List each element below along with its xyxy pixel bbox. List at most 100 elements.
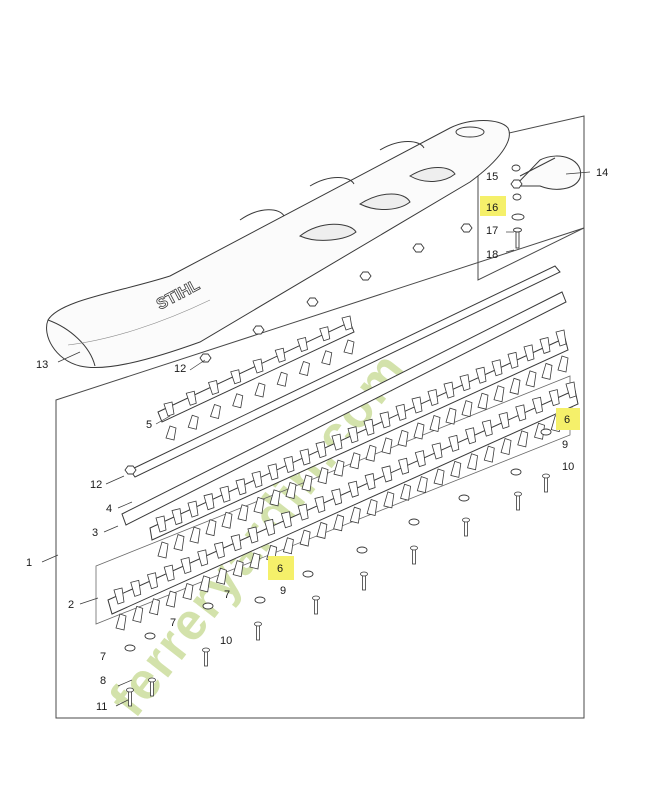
blade-tooth — [400, 483, 412, 501]
upper-blade — [149, 329, 569, 559]
bolt-head — [254, 621, 262, 627]
blade-tooth — [199, 575, 211, 593]
bolt-head — [312, 595, 320, 601]
bolt-head — [542, 473, 550, 479]
blade-tooth — [230, 534, 242, 552]
bolt-head — [202, 647, 210, 653]
blade-tooth — [157, 541, 169, 559]
bolt-shank — [412, 547, 416, 565]
washer — [302, 570, 314, 578]
blade-tooth — [365, 444, 377, 462]
bolt-shank — [128, 689, 132, 707]
bolt-shank — [256, 623, 260, 641]
blade-tooth — [347, 480, 359, 498]
hex-nut — [510, 179, 523, 189]
bolt-head — [410, 545, 418, 551]
blade-tooth — [465, 427, 476, 445]
blade-tooth — [132, 605, 144, 623]
blade-tooth — [163, 564, 175, 582]
blade-tooth — [251, 470, 263, 488]
blade-tooth — [299, 529, 311, 547]
highlight-6-left — [268, 556, 294, 580]
washer — [254, 596, 266, 604]
blade-tooth — [299, 448, 311, 466]
blade-tooth — [205, 519, 217, 537]
clamp-arm — [296, 337, 308, 353]
blade-tooth — [148, 598, 160, 616]
washer — [540, 428, 552, 436]
washer — [124, 644, 136, 652]
blade-tooth — [443, 381, 455, 399]
clamp-arm — [321, 350, 333, 366]
callout-10-right: 10 — [562, 461, 574, 473]
blade-tooth — [165, 590, 177, 608]
blade-tooth — [383, 491, 395, 509]
blade-tooth — [448, 434, 460, 452]
blade-tooth — [411, 396, 423, 414]
blade-tooth — [445, 407, 457, 425]
blade-tooth — [450, 460, 462, 478]
callout-15: 15 — [486, 171, 498, 183]
blade-tooth — [416, 476, 428, 494]
callout-18: 18 — [486, 249, 498, 261]
clamp-arm — [254, 382, 266, 398]
hex-nut — [460, 223, 473, 233]
blade-tooth — [493, 385, 505, 403]
callout-6-left: 6 — [277, 563, 283, 575]
washer — [202, 602, 214, 610]
blade-tooth — [113, 587, 125, 605]
blade-tooth — [507, 351, 519, 369]
callout-12-top: 12 — [174, 363, 186, 375]
blade-tooth — [557, 355, 569, 373]
blade-tooth — [219, 485, 231, 503]
callout-14: 14 — [596, 167, 608, 179]
blade-tooth — [315, 441, 327, 459]
end-cap-hardware — [511, 164, 525, 249]
callout-5: 5 — [146, 419, 152, 431]
guide-strip — [129, 265, 561, 478]
clamp-arm — [187, 414, 199, 430]
blade-tooth — [534, 422, 545, 440]
blade-tooth — [555, 329, 567, 347]
blade-tooth — [314, 495, 326, 513]
callouts: 1 2 3 4 5 6 6 7 7 7 8 9 9 10 10 11 12 12… — [26, 167, 608, 713]
blade-tooth — [282, 537, 294, 555]
blade-tooth — [509, 377, 521, 395]
blade-tooth — [180, 556, 192, 574]
callout-2: 2 — [68, 599, 74, 611]
blade-tooth — [249, 552, 261, 570]
knife-clamp — [157, 315, 355, 441]
bolt-shank — [464, 519, 468, 537]
clamp-arm — [232, 393, 244, 409]
hex-nut — [412, 243, 425, 253]
bolt-head — [360, 571, 368, 577]
clamp-arm — [165, 425, 177, 441]
blade-tooth — [532, 396, 543, 414]
blade-frame — [95, 375, 571, 625]
clamp-arm — [230, 369, 242, 385]
hex-nut — [306, 297, 319, 307]
clamp-arm — [343, 339, 355, 355]
blade-tooth — [381, 465, 393, 483]
washer — [356, 546, 368, 554]
callout-10-left: 10 — [220, 635, 232, 647]
blade-tooth — [363, 418, 375, 436]
clamp-arm — [209, 403, 221, 419]
blade-tooth — [429, 415, 441, 433]
blade-tooth — [398, 457, 410, 475]
blade-tooth — [525, 370, 537, 388]
bolt-head — [462, 517, 470, 523]
blade-tooth — [467, 453, 478, 471]
blade-tooth — [347, 426, 359, 444]
blade-tooth — [431, 442, 443, 460]
blade-tooth — [189, 526, 201, 544]
blade-tooth — [565, 381, 577, 399]
blade-tooth — [433, 468, 445, 486]
blade-tooth — [316, 521, 328, 539]
blade-tooth — [481, 419, 493, 437]
blade-tooth — [264, 518, 276, 536]
blade-tooth — [173, 534, 185, 552]
clamp-arm — [274, 347, 286, 363]
bolt-shank — [314, 597, 318, 615]
